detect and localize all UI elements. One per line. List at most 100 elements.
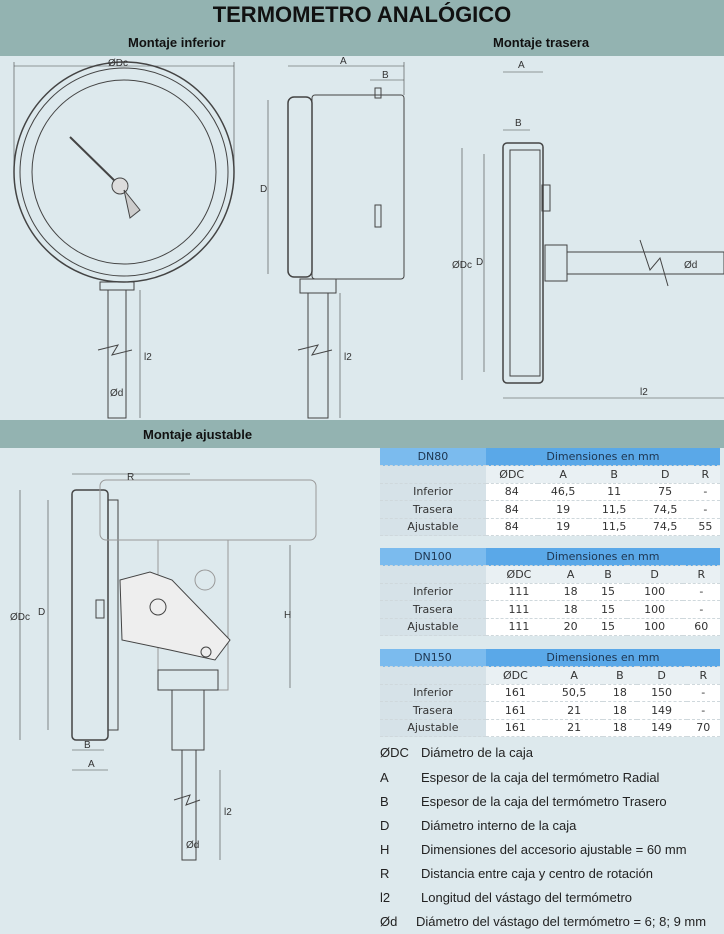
table-cell: 15 [589,618,627,636]
table-cell: 20 [552,618,590,636]
table-cell: 18 [603,701,637,720]
table-cell: 19 [537,500,589,519]
page-title: TERMOMETRO ANALÓGICO [212,2,512,27]
label-d: D [260,184,267,195]
table-cell: Ajustable [380,719,486,737]
table-cell: 18 [603,684,637,702]
table-header: Dimensiones en mm [485,649,720,667]
drawing-ajustable: R ØDc D H B A l2 Ød [10,472,317,861]
label-a: A [518,60,525,71]
table-cell: 19 [537,518,589,536]
table-cell: Trasera [380,500,486,519]
legend-text: Longitud del vástago del termómetro [421,890,633,905]
section-title-ajustable: Montaje ajustable [143,427,253,442]
label-l2: l2 [224,807,232,818]
label-h: H [284,610,291,621]
table-cell: 149 [636,701,687,720]
table-cell: 84 [485,518,538,536]
table-cell: 18 [603,719,637,737]
col-header: R [682,565,720,584]
table-cell: 55 [690,518,720,536]
table-cell: - [690,500,720,519]
label-od: Ød [110,388,123,399]
table-cell [380,666,486,685]
label-b: B [382,70,389,81]
table-cell: 100 [626,600,683,619]
table-cell: Inferior [380,483,486,501]
legend-text: A [380,770,389,785]
table-cell [380,465,486,484]
label-odc: ØDc [452,260,472,271]
table-cell: Trasera [380,701,486,720]
table-cell: 84 [485,483,538,501]
table-cell: 149 [636,719,687,737]
label-d: D [38,607,45,618]
col-header: R [686,666,720,685]
col-header: A [537,465,589,484]
label-odc: ØDc [10,612,30,623]
table-cell: - [690,483,720,501]
table-header: Dimensiones en mm [485,448,720,466]
table-cell: 111 [485,618,553,636]
col-header: ØDC [485,565,553,584]
section-band-ajustable: Montaje ajustable [0,420,724,448]
legend-text: ØDC [380,745,409,760]
col-header: D [639,465,691,484]
header-bar: TERMOMETRO ANALÓGICO Montaje inferior Mo… [0,0,724,56]
table-cell: - [686,684,720,702]
legend-text: H [380,842,390,857]
table-cell: 11,5 [588,500,640,519]
legend-item: D Diámetro interno de la caja [380,818,576,838]
table-header: Dimensiones en mm [485,548,720,566]
col-header: D [626,565,683,584]
table-cell: 150 [636,684,687,702]
legend-text: Dimensiones del accesorio ajustable = 60… [421,842,687,857]
label-odc: ØDc [108,58,128,69]
label-a: A [340,56,347,67]
col-header: B [588,465,640,484]
label-r: R [127,472,134,483]
section-title-trasera: Montaje trasera [493,35,590,50]
col-header: ØDC [485,666,545,685]
legend-text: D [380,818,390,833]
label-l2: l2 [144,352,152,363]
table-cell: 21 [544,701,604,720]
table-cell: - [682,583,720,601]
col-header: ØDC [485,465,538,484]
table-dn: DN150 [380,649,486,667]
legend-text: Espesor de la caja del termómetro Traser… [421,794,667,809]
table-cell: - [682,600,720,619]
table-cell: 111 [485,583,553,601]
legend-text: R [380,866,390,881]
table-cell: 15 [589,583,627,601]
table-cell: 18 [552,583,590,601]
table-cell: 161 [485,719,545,737]
table-cell: 15 [589,600,627,619]
table-cell: 70 [686,719,720,737]
col-header: A [552,565,590,584]
label-l2: l2 [640,387,648,398]
section-title-inferior: Montaje inferior [128,35,226,50]
legend-text: Diámetro del vástago del termómetro = 6;… [416,914,707,929]
legend-text: Espesor de la caja del termómetro Radial [421,770,660,785]
label-od: Ød [186,840,199,851]
label-od: Ød [684,260,697,271]
table-cell: 84 [485,500,538,519]
label-b: B [84,740,91,751]
legend-text: Diámetro interno de la caja [421,818,577,833]
label-d: D [476,257,483,268]
table-dn: DN80 [380,448,486,466]
col-header: R [690,465,720,484]
